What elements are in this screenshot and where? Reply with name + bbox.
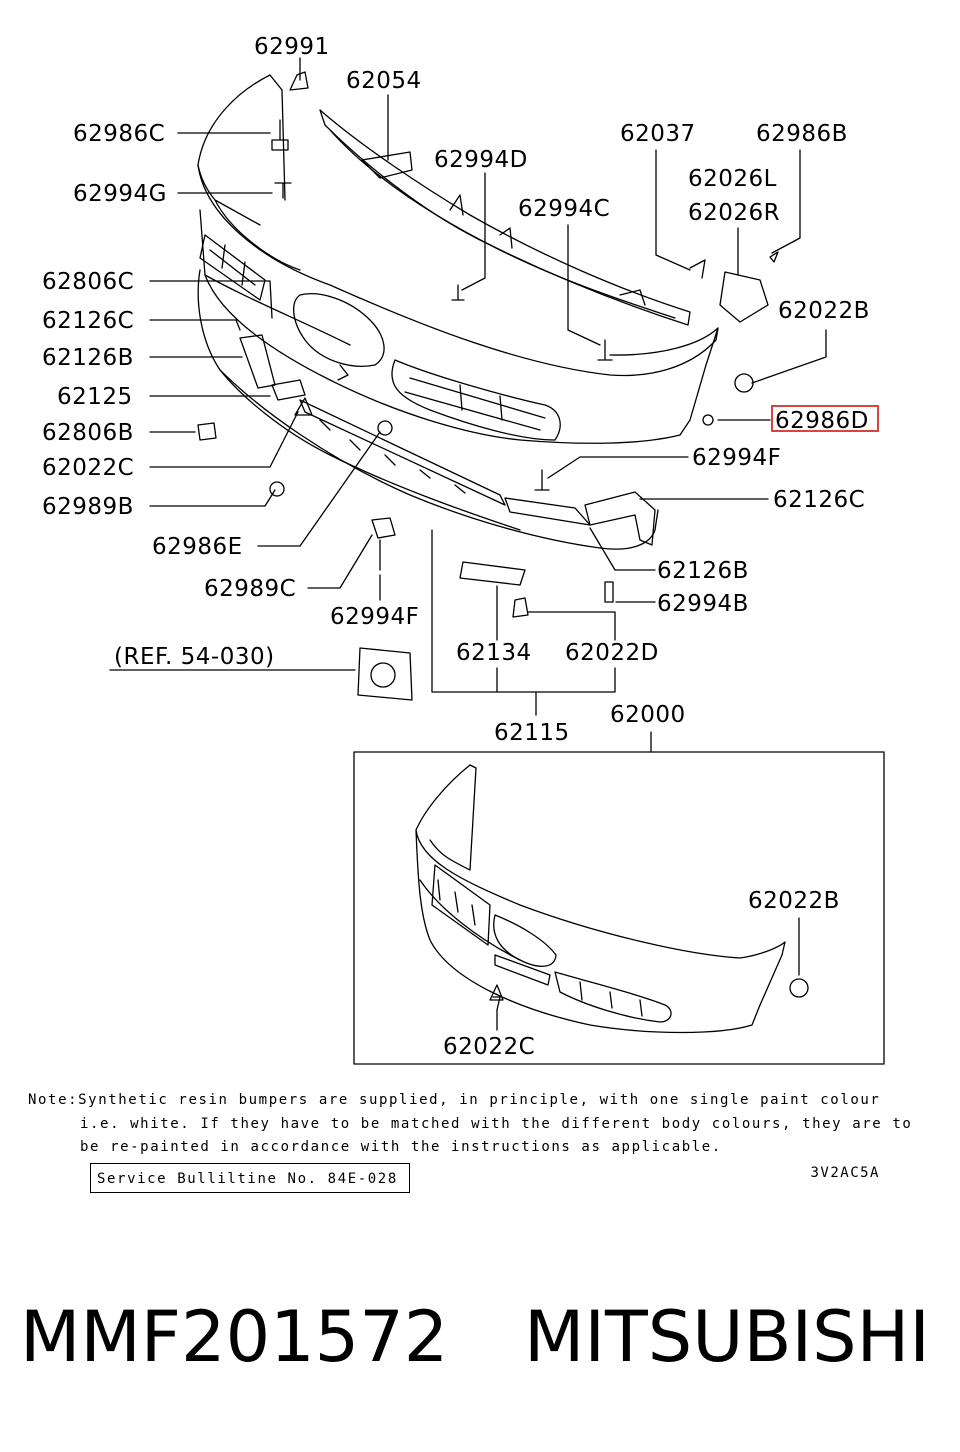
label-62115[interactable]: 62115 [494,720,570,746]
note-line-3: be re-painted in accordance with the ins… [80,1139,722,1155]
label-62806c[interactable]: 62806C [42,269,134,295]
license-recess [293,293,385,367]
label-62991[interactable]: 62991 [254,34,330,60]
footer-part-number: MMF201572 [20,1296,449,1378]
label-62986d[interactable]: 62986D [775,408,869,434]
label-62022c[interactable]: 62022C [42,455,134,481]
label-62994c[interactable]: 62994C [518,196,610,222]
label-62022b-box[interactable]: 62022B [748,888,840,914]
label-62022d[interactable]: 62022D [565,640,659,666]
diagram-code: 3V2AC5A [810,1165,880,1181]
label-62000[interactable]: 62000 [610,702,686,728]
label-62126b-left[interactable]: 62126B [42,345,134,371]
label-62022b-top[interactable]: 62022B [778,298,870,324]
label-62022c-box[interactable]: 62022C [443,1034,535,1060]
label-62806b[interactable]: 62806B [42,420,134,446]
fog-lamp [357,647,413,701]
bracket-62026 [719,271,769,323]
label-62054[interactable]: 62054 [346,68,422,94]
side-trim-right [584,491,656,546]
label-62994d[interactable]: 62994D [434,147,528,173]
ref-label[interactable]: (REF. 54-030) [114,644,275,670]
label-62986b[interactable]: 62986B [756,121,848,147]
label-62994b[interactable]: 62994B [657,591,749,617]
label-62994f-right[interactable]: 62994F [692,445,781,471]
label-62125[interactable]: 62125 [57,384,133,410]
label-62134[interactable]: 62134 [456,640,532,666]
assembly-bumper [415,764,786,1034]
label-62037[interactable]: 62037 [620,121,696,147]
clip-62806b [197,422,217,441]
label-62989b[interactable]: 62989B [42,494,134,520]
bracket-62134 [459,561,526,586]
label-62126c-right[interactable]: 62126C [773,487,865,513]
label-62986c[interactable]: 62986C [73,121,165,147]
highlight-box [771,405,879,432]
label-62989c[interactable]: 62989C [204,576,296,602]
note-line-1: Note:Synthetic resin bumpers are supplie… [28,1092,881,1108]
label-62986e[interactable]: 62986E [152,534,243,560]
service-bulletin: Service Bulliltine No. 84E-028 [90,1163,410,1193]
label-62026l[interactable]: 62026L [688,166,777,192]
label-62994f-low[interactable]: 62994F [330,604,419,630]
label-62026r[interactable]: 62026R [688,200,780,226]
label-62126b-right[interactable]: 62126B [657,558,749,584]
parts-diagram: 62991 62054 62986C 62994G 62994D 62037 6… [42,34,885,1065]
note-line-2: i.e. white. If they have to be matched w… [80,1116,913,1132]
label-62126c-left[interactable]: 62126C [42,308,134,334]
label-62994g[interactable]: 62994G [73,181,167,207]
assembly-box [353,751,885,1065]
footer-brand: MITSUBISHI [524,1296,930,1378]
lower-grille-strip [299,399,506,506]
grille-opening [391,359,561,441]
lower-apron [197,269,659,550]
